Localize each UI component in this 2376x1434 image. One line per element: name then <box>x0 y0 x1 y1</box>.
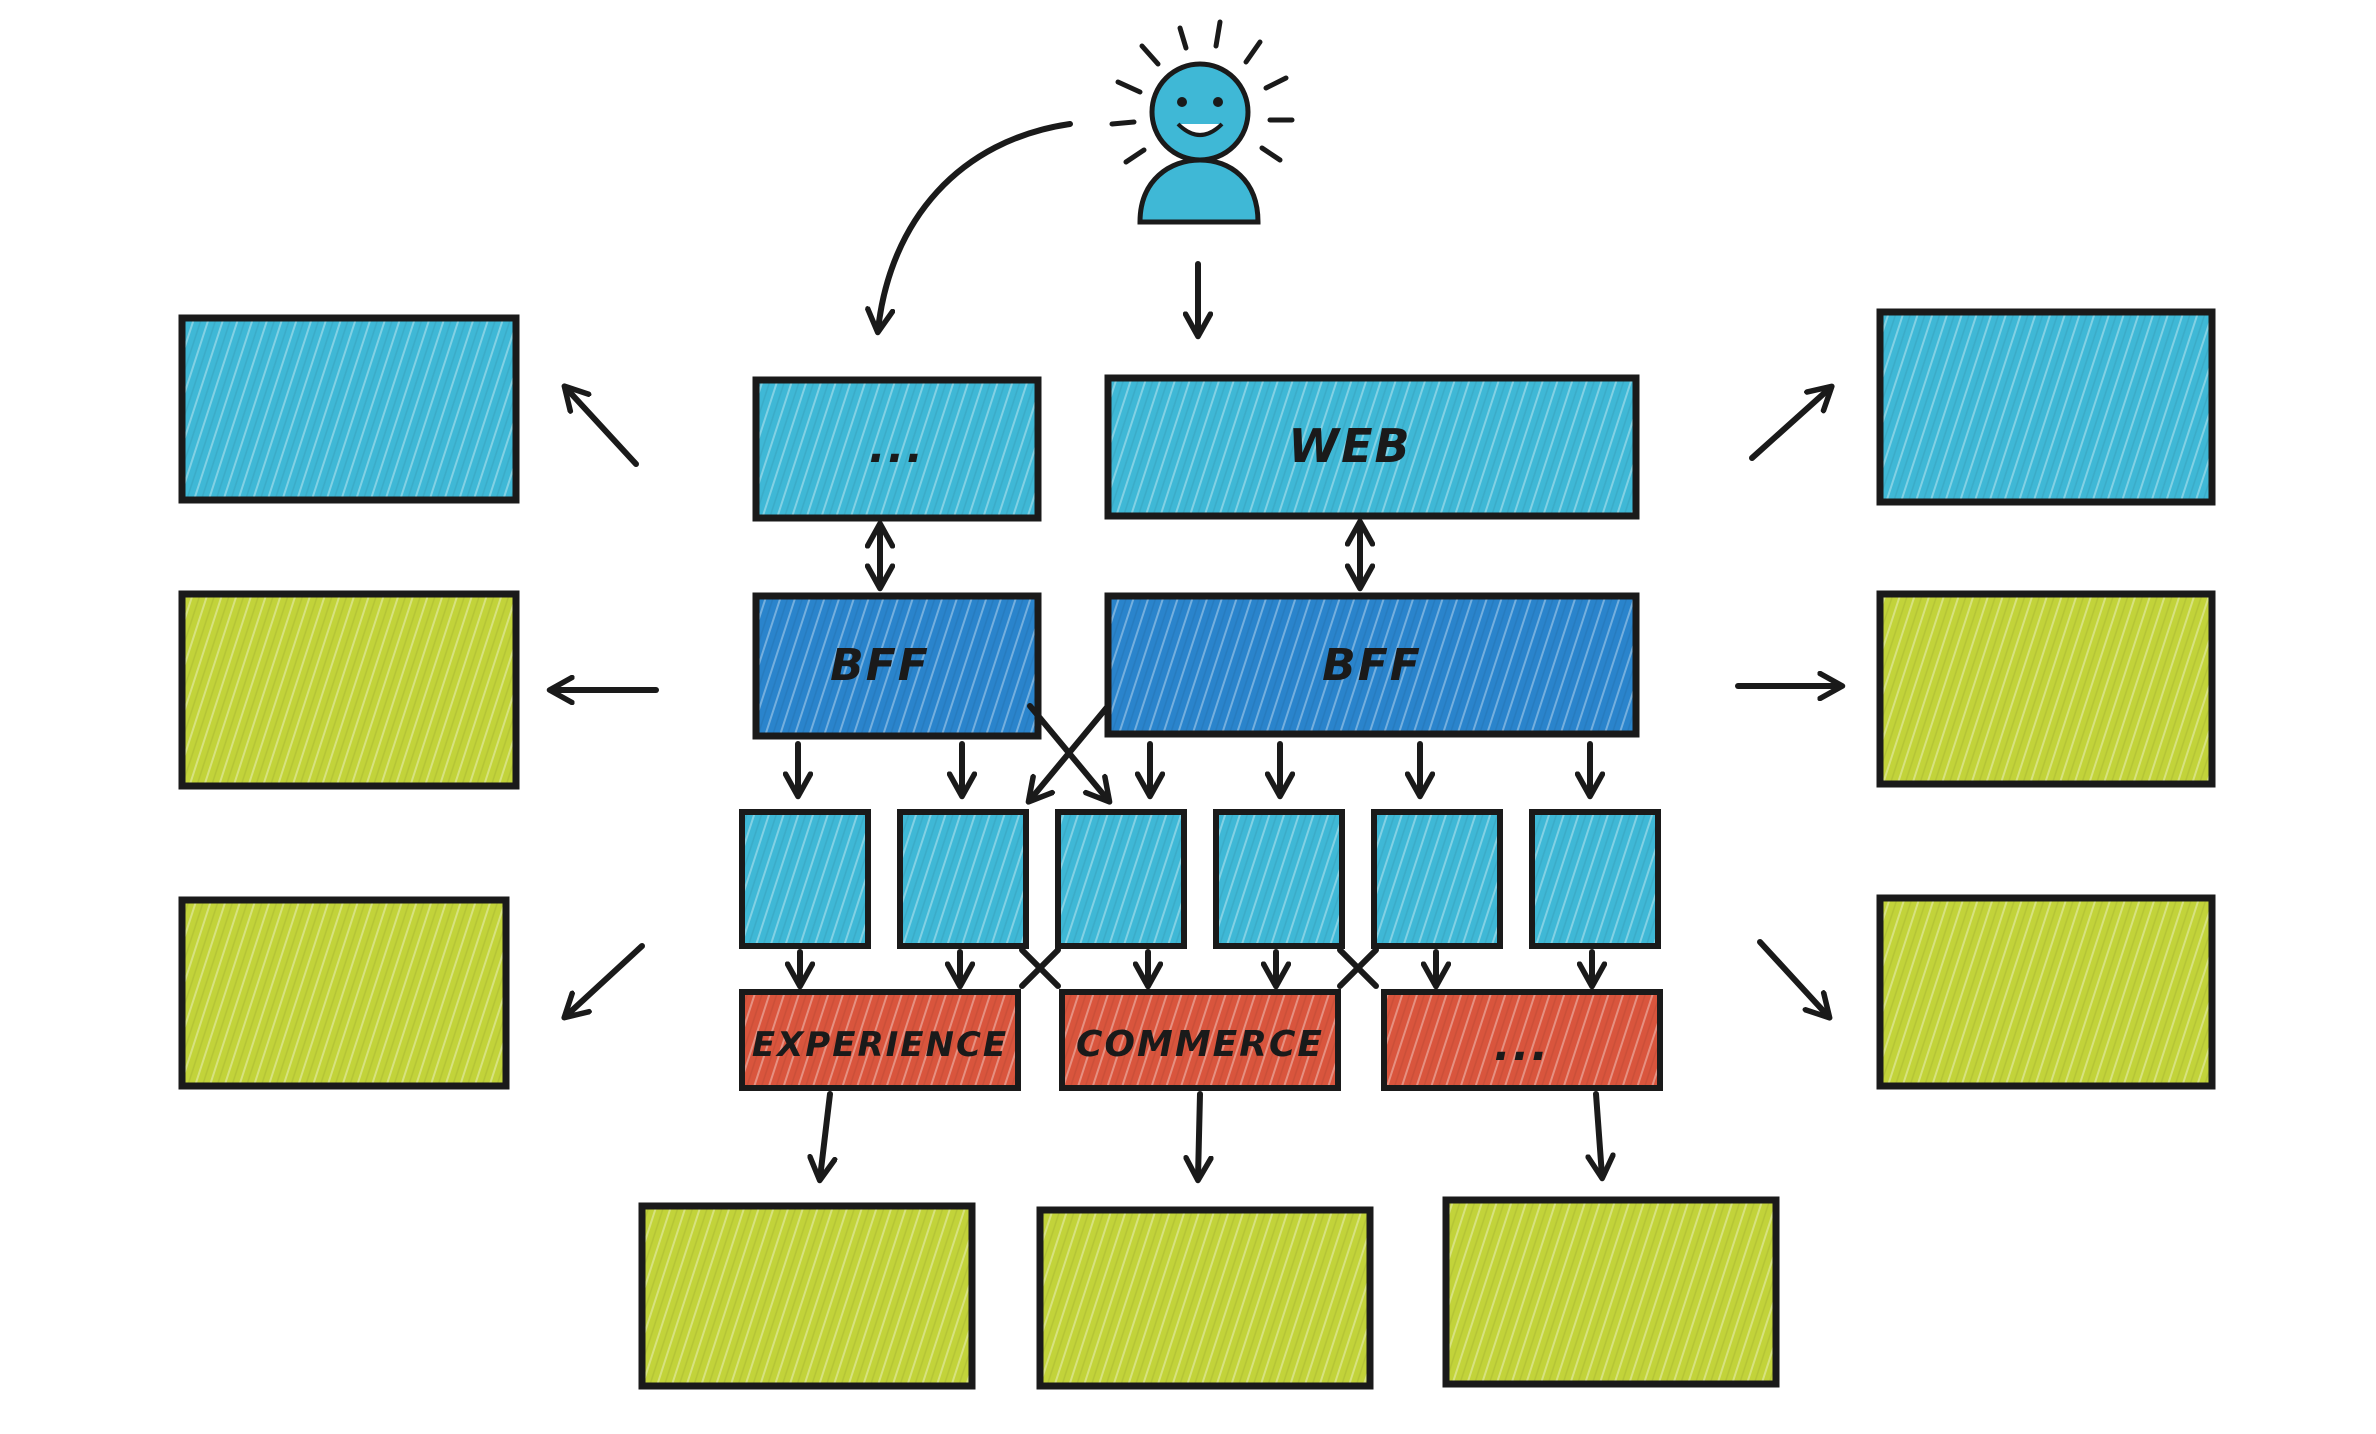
service-box-1 <box>739 809 871 949</box>
external-systems-bottom <box>638 1196 1780 1390</box>
external-box-right-3 <box>1876 894 2216 1090</box>
user-head <box>1149 61 1251 163</box>
commerce-to-external-arrow <box>1198 1091 1200 1178</box>
bff-left-label: BFF <box>830 640 930 691</box>
client-other-label: ... <box>869 422 925 473</box>
external-box-right-1 <box>1876 308 2216 506</box>
client-layer: ... WEB <box>752 374 1640 522</box>
other-domain-to-external-arrow <box>1596 1091 1602 1176</box>
domain-layer: EXPERIENCE COMMERCE ... <box>739 989 1663 1091</box>
user-figure <box>1109 19 1295 225</box>
sun-rays <box>1109 19 1295 165</box>
domain-other-label: ... <box>1494 1020 1550 1071</box>
bff-right-label: BFF <box>1322 640 1422 691</box>
left-arrow-1 <box>566 388 639 467</box>
client-other-box: ... <box>752 376 1042 522</box>
left-arrow-3 <box>566 943 645 1016</box>
external-systems-left <box>178 314 520 1090</box>
external-box-left-2 <box>178 590 520 790</box>
bff-left-box: BFF <box>752 592 1042 740</box>
domain-commerce-box: COMMERCE <box>1059 989 1341 1091</box>
service-box-2 <box>897 809 1029 949</box>
service-box-5 <box>1371 809 1503 949</box>
experience-to-external-arrow <box>820 1091 830 1178</box>
external-box-left-1 <box>178 314 520 504</box>
external-box-bottom-2 <box>1036 1206 1374 1390</box>
domain-experience-box: EXPERIENCE <box>739 989 1021 1091</box>
external-box-bottom-1 <box>638 1202 976 1390</box>
service-layer <box>739 809 1661 949</box>
service-box-3 <box>1055 809 1187 949</box>
right-arrow-1 <box>1749 388 1830 461</box>
external-box-bottom-3 <box>1442 1196 1780 1388</box>
client-web-box: WEB <box>1104 374 1640 520</box>
domain-other-box: ... <box>1381 989 1663 1091</box>
domain-commerce-label: COMMERCE <box>1076 1024 1324 1065</box>
user-body <box>1137 157 1261 225</box>
service-box-6 <box>1529 809 1661 949</box>
bff-right-cross-arrow <box>1030 703 1111 800</box>
service-box-4 <box>1213 809 1345 949</box>
external-box-right-2 <box>1876 590 2216 788</box>
client-web-label: WEB <box>1288 419 1411 473</box>
external-box-left-3 <box>178 896 510 1090</box>
domain-experience-label: EXPERIENCE <box>752 1025 1008 1065</box>
arrows <box>552 121 1840 1178</box>
bff-right-box: BFF <box>1104 592 1640 738</box>
service-cross-4 <box>1337 947 1379 989</box>
external-systems-right <box>1876 308 2216 1090</box>
bff-layer: BFF BFF <box>752 592 1640 740</box>
right-arrow-3 <box>1757 939 1828 1016</box>
service-cross-2 <box>1019 947 1061 989</box>
user-to-other-client-arrow <box>878 121 1073 330</box>
